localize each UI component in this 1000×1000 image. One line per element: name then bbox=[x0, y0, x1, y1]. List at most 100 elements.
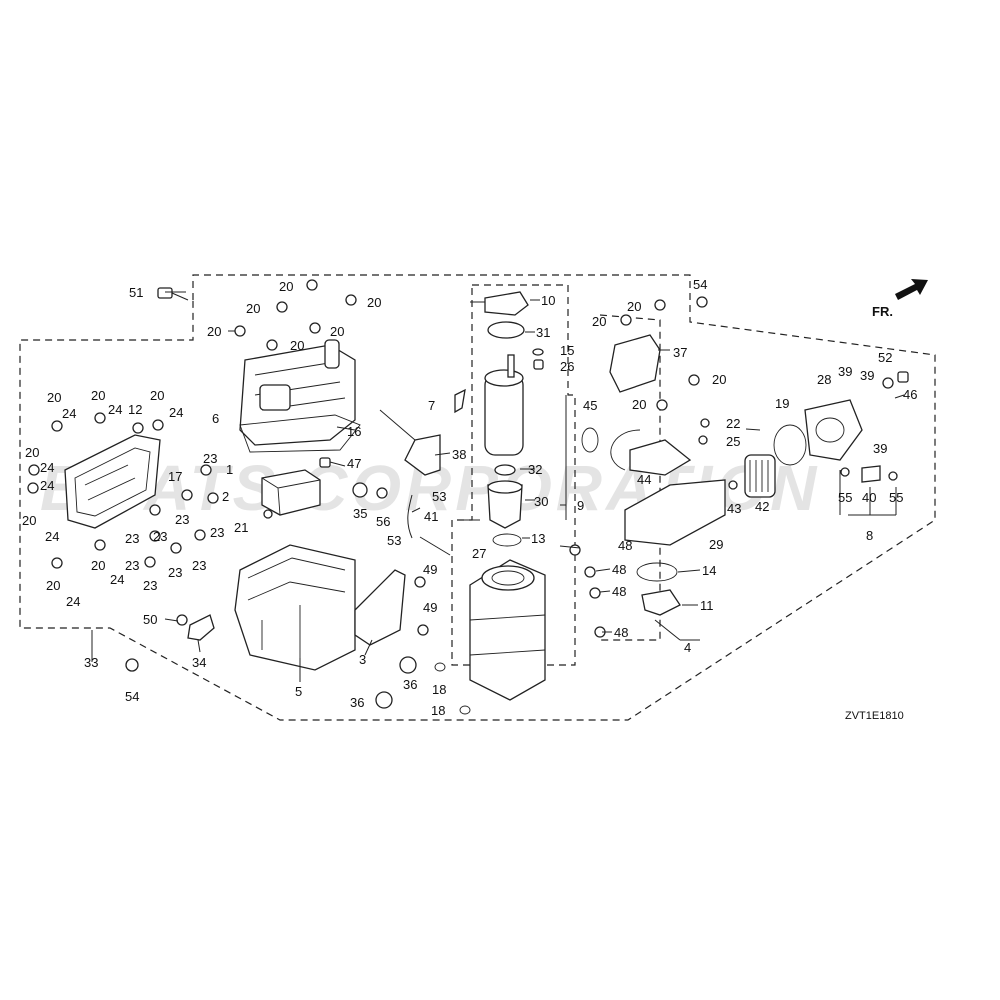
o-ring-14 bbox=[636, 562, 678, 582]
callout-17: 17 bbox=[168, 469, 182, 484]
callout-8: 8 bbox=[866, 528, 873, 543]
callout-33: 33 bbox=[84, 655, 98, 670]
callout-35: 35 bbox=[353, 506, 367, 521]
callout-32: 32 bbox=[528, 462, 542, 477]
callout-20: 20 bbox=[47, 390, 61, 405]
callout-37: 37 bbox=[673, 345, 687, 360]
callout-28: 28 bbox=[817, 372, 831, 387]
housing-29 bbox=[610, 429, 726, 546]
leader-lines bbox=[91, 291, 905, 682]
callout-29: 29 bbox=[709, 537, 723, 552]
callout-47: 47 bbox=[347, 456, 361, 471]
callout-24: 24 bbox=[45, 529, 59, 544]
callout-16: 16 bbox=[347, 424, 361, 439]
callout-24: 24 bbox=[108, 402, 122, 417]
callout-40: 40 bbox=[862, 490, 876, 505]
callout-42: 42 bbox=[755, 499, 769, 514]
pump-body-27 bbox=[469, 559, 546, 701]
sensor-40 bbox=[861, 465, 881, 483]
callout-23: 23 bbox=[168, 565, 182, 580]
cover-plate-17 bbox=[64, 434, 161, 529]
callout-22: 22 bbox=[726, 416, 740, 431]
callout-20: 20 bbox=[91, 388, 105, 403]
separator-body bbox=[234, 544, 356, 671]
callout-34: 34 bbox=[192, 655, 206, 670]
callout-1: 1 bbox=[226, 462, 233, 477]
callout-30: 30 bbox=[534, 494, 548, 509]
callout-26: 26 bbox=[560, 359, 574, 374]
callout-55: 55 bbox=[838, 490, 852, 505]
clip-7 bbox=[454, 388, 466, 414]
callout-20: 20 bbox=[46, 578, 60, 593]
callout-44: 44 bbox=[637, 472, 651, 487]
callout-48: 48 bbox=[618, 538, 632, 553]
callout-24: 24 bbox=[110, 572, 124, 587]
callout-18: 18 bbox=[431, 703, 445, 718]
callout-46: 46 bbox=[903, 387, 917, 402]
callout-24: 24 bbox=[66, 594, 80, 609]
callout-24: 24 bbox=[40, 478, 54, 493]
callout-20: 20 bbox=[627, 299, 641, 314]
callout-24: 24 bbox=[169, 405, 183, 420]
callout-23: 23 bbox=[175, 512, 189, 527]
callout-48: 48 bbox=[614, 625, 628, 640]
callout-52: 52 bbox=[878, 350, 892, 365]
callout-24: 24 bbox=[62, 406, 76, 421]
bolts-and-nuts bbox=[27, 279, 909, 715]
callout-12: 12 bbox=[128, 402, 142, 417]
hose-41 bbox=[407, 494, 413, 539]
callout-9: 9 bbox=[577, 498, 584, 513]
callout-31: 31 bbox=[536, 325, 550, 340]
callout-41: 41 bbox=[424, 509, 438, 524]
fuel-pump-assembly bbox=[484, 291, 544, 547]
callout-23: 23 bbox=[153, 529, 167, 544]
callout-20: 20 bbox=[22, 513, 36, 528]
callout-7: 7 bbox=[428, 398, 435, 413]
callout-38: 38 bbox=[452, 447, 466, 462]
callout-20: 20 bbox=[91, 558, 105, 573]
callout-48: 48 bbox=[612, 584, 626, 599]
callout-43: 43 bbox=[727, 501, 741, 516]
callout-23: 23 bbox=[203, 451, 217, 466]
callout-5: 5 bbox=[295, 684, 302, 699]
callout-labels: 51 20 20 20 20 20 20 6 16 7 38 10 31 15 … bbox=[22, 277, 917, 718]
callout-20: 20 bbox=[367, 295, 381, 310]
diagram-code: ZVT1E1810 bbox=[845, 710, 904, 722]
callout-49: 49 bbox=[423, 562, 437, 577]
callout-10: 10 bbox=[541, 293, 555, 308]
bracket-37 bbox=[609, 334, 661, 393]
filter-assembly bbox=[744, 399, 863, 498]
callout-14: 14 bbox=[702, 563, 716, 578]
callout-51: 51 bbox=[129, 285, 143, 300]
callout-13: 13 bbox=[531, 531, 545, 546]
callout-23: 23 bbox=[210, 525, 224, 540]
callout-53: 53 bbox=[387, 533, 401, 548]
callout-6: 6 bbox=[212, 411, 219, 426]
callout-3: 3 bbox=[359, 652, 366, 667]
callout-20: 20 bbox=[712, 372, 726, 387]
callout-23: 23 bbox=[125, 531, 139, 546]
callout-20: 20 bbox=[207, 324, 221, 339]
callout-48: 48 bbox=[612, 562, 626, 577]
callout-2: 2 bbox=[222, 489, 229, 504]
fr-label: FR. bbox=[872, 304, 893, 319]
callout-39: 39 bbox=[873, 441, 887, 456]
callout-53: 53 bbox=[432, 489, 446, 504]
callout-20: 20 bbox=[150, 388, 164, 403]
callout-20: 20 bbox=[592, 314, 606, 329]
callout-20: 20 bbox=[290, 338, 304, 353]
callout-20: 20 bbox=[330, 324, 344, 339]
clamp-34 bbox=[187, 614, 215, 641]
gasket-16 bbox=[239, 414, 361, 453]
callout-20: 20 bbox=[25, 445, 39, 460]
callout-24: 24 bbox=[40, 460, 54, 475]
callout-36: 36 bbox=[403, 677, 417, 692]
callout-54: 54 bbox=[693, 277, 707, 292]
vapor-separator-cover bbox=[239, 339, 356, 446]
callout-25: 25 bbox=[726, 434, 740, 449]
fitting-11 bbox=[641, 589, 681, 616]
callout-20: 20 bbox=[632, 397, 646, 412]
callout-54: 54 bbox=[125, 689, 139, 704]
callout-39: 39 bbox=[838, 364, 852, 379]
